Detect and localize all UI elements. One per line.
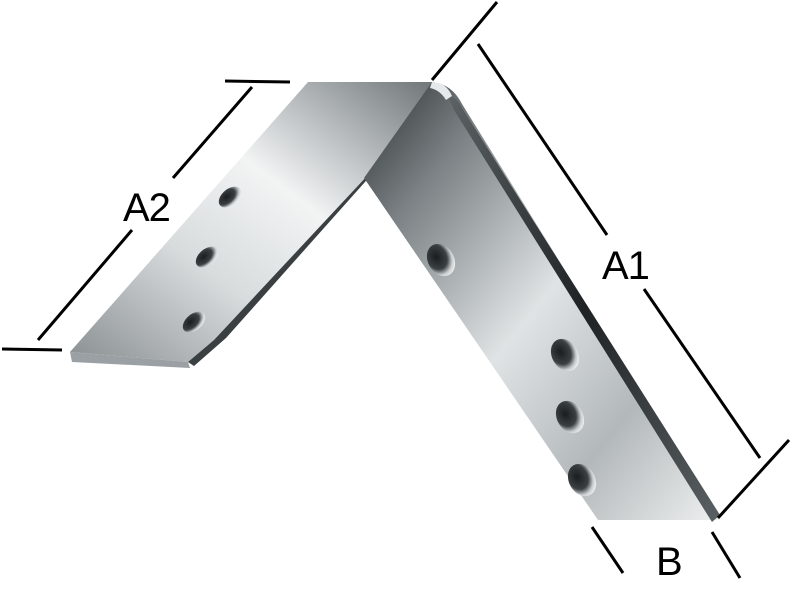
dimension-label-a2: A2 [123, 186, 171, 230]
hole [182, 311, 206, 333]
dimension-label-a1: A1 [602, 244, 650, 288]
hole [550, 338, 580, 372]
hole [426, 243, 456, 277]
long-leg [364, 82, 720, 522]
dimension-lines [1, 1, 791, 579]
long-leg-holes [426, 243, 597, 497]
hole [555, 400, 585, 434]
short-leg [70, 82, 443, 368]
hole [567, 463, 597, 497]
hole [218, 186, 242, 208]
short-leg-holes [182, 186, 242, 333]
dimension-label-b: B [656, 540, 683, 584]
hole [195, 246, 219, 268]
